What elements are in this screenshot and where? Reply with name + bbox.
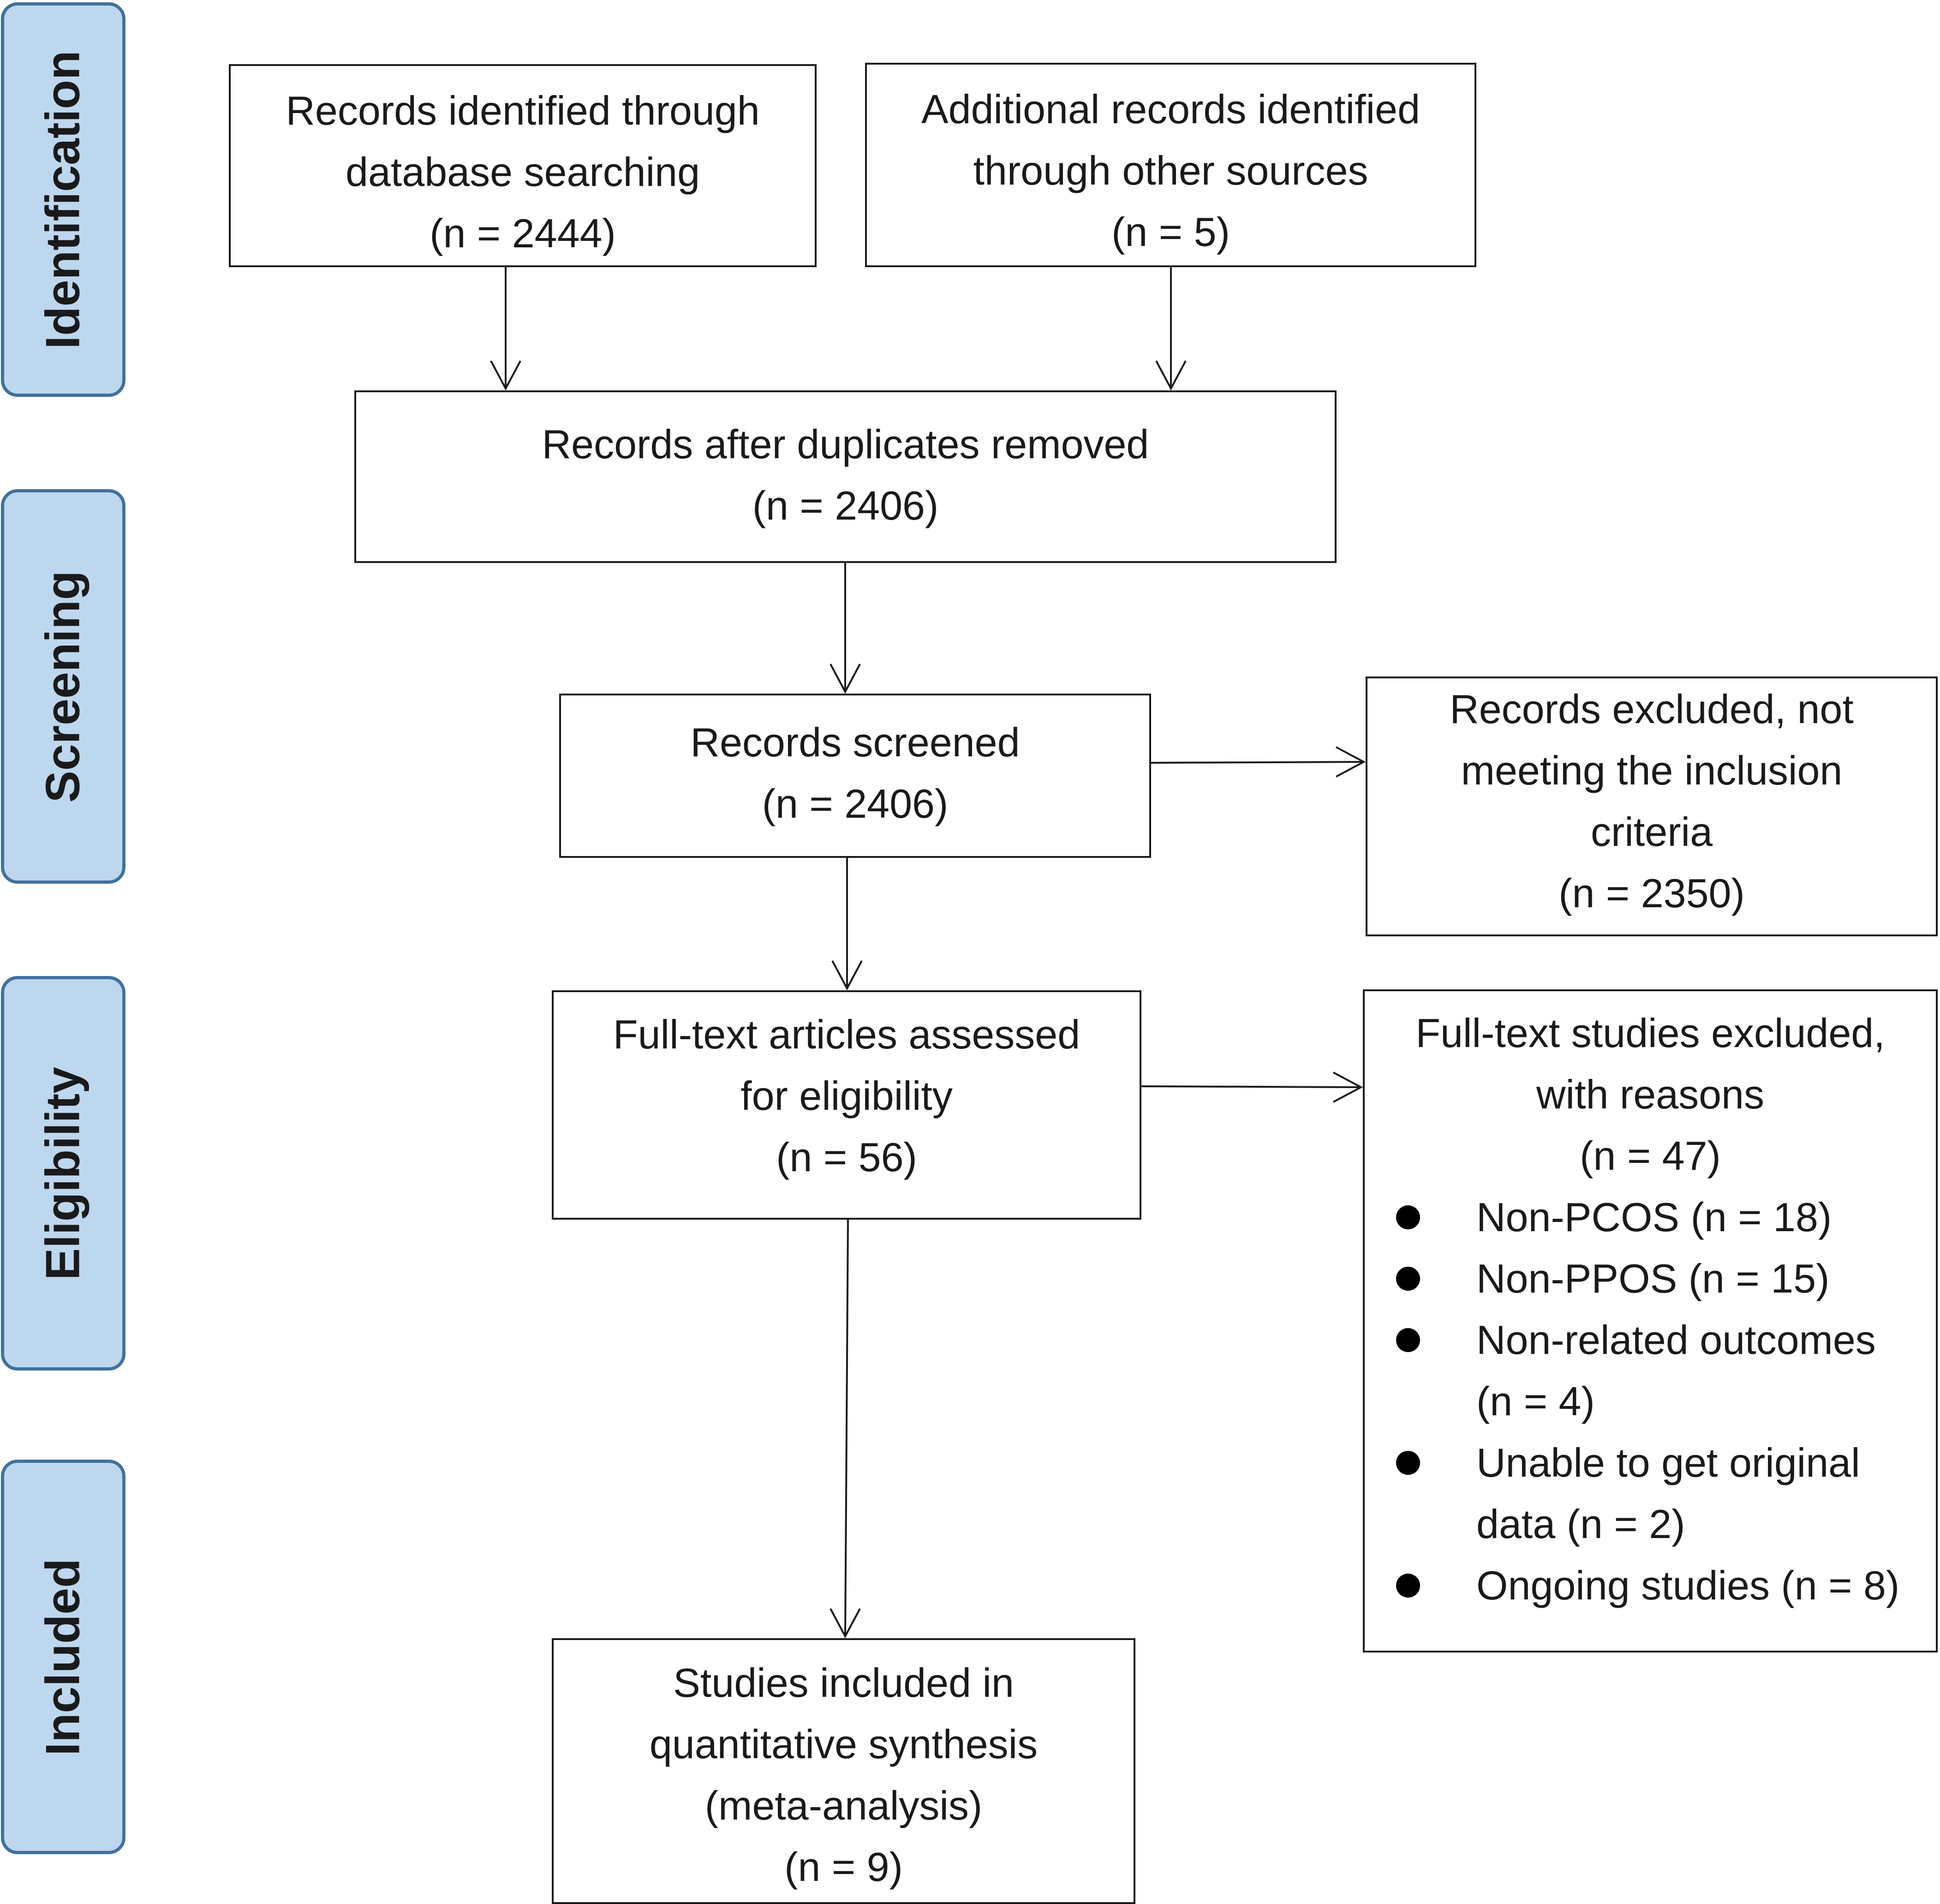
bullet-icon [1396, 1328, 1420, 1352]
arrow-database-to-duplicates [490, 267, 521, 391]
phase-identification: Identification [1, 2, 125, 397]
studies-included-line: Studies included in [673, 1660, 1014, 1706]
other-sources-line: Additional records identified [921, 86, 1421, 132]
exclusion-reason-text: Non-PCOS (n = 18) [1476, 1194, 1832, 1240]
exclusion-reasons-list: Non-PCOS (n = 18) Non-PPOS (n = 15) Non-… [1365, 1186, 1936, 1616]
arrow-screened-to-fulltext [831, 858, 863, 991]
phase-screening: Screening [1, 489, 125, 884]
box-fulltext-excluded: Full-text studies excluded, with reasons… [1363, 989, 1938, 1653]
box-records-screened: Records screened (n = 2406) [559, 694, 1151, 858]
bullet-icon [1396, 1451, 1420, 1475]
exclusion-reason-item: Ongoing studies (n = 8) [1365, 1555, 1936, 1616]
fulltext-assessed-line: for eligibility [740, 1073, 953, 1119]
phase-eligibility: Eligibility [1, 976, 125, 1371]
studies-included-line: (meta-analysis) [704, 1783, 983, 1828]
after-duplicates-count: (n = 2406) [752, 483, 939, 528]
after-duplicates-line: Records after duplicates removed [542, 421, 1149, 467]
box-records-excluded: Records excluded, not meeting the inclus… [1366, 677, 1938, 936]
fulltext-assessed-count: (n = 56) [776, 1134, 917, 1180]
arrow-fulltext-to-excluded [1141, 1072, 1363, 1103]
exclusion-reason-text: (n = 4) [1476, 1378, 1595, 1424]
box-fulltext-assessed: Full-text articles assessed for eligibil… [552, 990, 1141, 1220]
fulltext-excluded-line: Full-text studies excluded, [1415, 1010, 1885, 1056]
other-sources-line: through other sources [973, 148, 1368, 193]
bullet-icon [1396, 1267, 1420, 1291]
exclusion-reason-text: Ongoing studies (n = 8) [1476, 1563, 1900, 1608]
box-studies-included: Studies included in quantitative synthes… [552, 1638, 1135, 1904]
records-screened-count: (n = 2406) [762, 781, 949, 826]
database-search-count: (n = 2444) [430, 210, 616, 256]
arrow-duplicates-to-screened [830, 563, 861, 694]
records-excluded-line: criteria [1590, 809, 1713, 855]
database-search-line: Records identified through [286, 88, 760, 133]
records-excluded-line: Records excluded, not [1450, 686, 1854, 732]
exclusion-reason-text: Non-related outcomes [1476, 1317, 1876, 1363]
exclusion-reason-text: Non-PPOS (n = 15) [1476, 1256, 1830, 1301]
box-database-search: Records identified through database sear… [229, 64, 817, 267]
phase-included: Included [1, 1460, 125, 1854]
other-sources-count: (n = 5) [1111, 209, 1230, 255]
database-search-line: database searching [345, 149, 700, 195]
box-other-sources: Additional records identified through ot… [865, 63, 1476, 267]
fulltext-excluded-line: with reasons [1536, 1072, 1764, 1117]
exclusion-reason-item: Non-PPOS (n = 15) [1365, 1248, 1936, 1309]
exclusion-reason-item: Non-related outcomes (n = 4) [1365, 1309, 1936, 1432]
exclusion-reason-text: Unable to get original [1476, 1440, 1860, 1485]
exclusion-reason-text: data (n = 2) [1476, 1501, 1685, 1547]
arrow-fulltext-to-included [830, 1219, 861, 1639]
fulltext-excluded-count: (n = 47) [1580, 1133, 1721, 1179]
exclusion-reason-item: Non-PCOS (n = 18) [1365, 1186, 1936, 1248]
records-excluded-line: meeting the inclusion [1461, 748, 1843, 793]
exclusion-reason-item: Unable to get original data (n = 2) [1365, 1432, 1936, 1555]
records-excluded-count: (n = 2350) [1558, 870, 1745, 916]
fulltext-assessed-line: Full-text articles assessed [613, 1012, 1080, 1057]
bullet-icon [1396, 1205, 1420, 1229]
studies-included-line: quantitative synthesis [649, 1721, 1038, 1767]
box-after-duplicates: Records after duplicates removed (n = 24… [354, 390, 1337, 563]
arrow-other-sources-to-duplicates [1155, 267, 1187, 391]
arrow-screened-to-excluded [1151, 746, 1366, 778]
records-screened-line: Records screened [690, 719, 1020, 765]
bullet-icon [1396, 1574, 1420, 1598]
studies-included-count: (n = 9) [784, 1844, 903, 1890]
